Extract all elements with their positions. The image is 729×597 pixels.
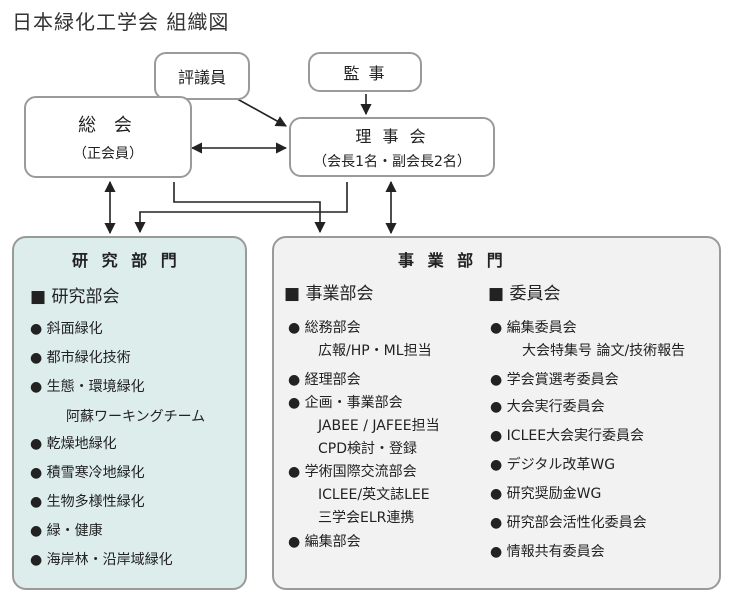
list-item: ● デジタル改革WG [490, 457, 616, 473]
sub-item: JABEE / JAFEE担当 [318, 418, 440, 434]
sub-item: CPD検討・登録 [318, 441, 417, 457]
list-item: ● 大会実行委員会 [490, 399, 605, 415]
list-item: ● ICLEE大会実行委員会 [490, 428, 645, 444]
list-item: ● 企画・事業部会 [288, 395, 403, 411]
list-item: ● 経理部会 [288, 372, 361, 388]
arrow-sokai-business [173, 182, 326, 234]
hyogiin-label: 評議員 [177, 68, 226, 87]
list-item: ● 生態・環境緑化 [30, 379, 145, 395]
sokai-sublabel: （正会員） [73, 146, 143, 162]
hyogiin-box: 評議員 [154, 52, 250, 100]
business-section-left-heading: ■ 事業部会 [284, 284, 374, 304]
sub-item: 三学会ELR連携 [318, 510, 415, 526]
sokai-box: 総 会 （正会員） [24, 96, 192, 178]
list-item: ● 研究奨励金WG [490, 486, 602, 502]
list-item: ● 編集委員会 [490, 320, 577, 336]
rijikai-label: 理 事 会 [355, 127, 429, 146]
sub-item: 広報/HP・ML担当 [318, 343, 432, 359]
business-division-title: 事 業 部 門 [398, 251, 507, 270]
rijikai-sublabel: （会長1名・副会長2名） [313, 154, 471, 170]
business-division-panel [272, 236, 721, 590]
kanji-label: 監 事 [343, 64, 387, 83]
list-item: ● 情報共有委員会 [490, 544, 605, 560]
business-right-subitem: 大会特集号 論文/技術報告 [522, 343, 686, 359]
list-item: ● 総務部会 [288, 320, 361, 336]
list-item: ● 学会賞選考委員会 [490, 372, 619, 388]
rijikai-box: 理 事 会 （会長1名・副会長2名） [289, 117, 495, 177]
list-item: ● 編集部会 [288, 534, 361, 550]
kanji-box: 監 事 [308, 52, 422, 92]
research-division-panel [12, 236, 247, 590]
list-item: ● 乾燥地緑化 [30, 436, 117, 452]
list-item: ● 緑・健康 [30, 523, 103, 539]
business-section-right-heading: ■ 委員会 [488, 284, 561, 304]
page-title: 日本緑化工学会 組織図 [12, 10, 230, 34]
arrow-hyogiin-to-rijikai [231, 95, 287, 127]
list-item: ● 斜面緑化 [30, 321, 103, 337]
list-item: ● 学術国際交流部会 [288, 464, 417, 480]
sokai-label: 総 会 [78, 115, 138, 136]
list-item: ● 海岸林・沿岸域緑化 [30, 552, 173, 568]
research-division-title: 研 究 部 門 [72, 251, 181, 270]
list-item: ● 都市緑化技術 [30, 350, 131, 366]
list-item: ● 研究部会活性化委員会 [490, 515, 647, 531]
arrow-rijikai-research [134, 182, 348, 234]
list-item: ● 積雪寒冷地緑化 [30, 465, 145, 481]
sub-item: ICLEE/英文誌LEE [318, 487, 430, 503]
research-section-heading: ■ 研究部会 [30, 287, 120, 307]
list-item: ● 生物多様性緑化 [30, 494, 145, 510]
research-subitem-aso: 阿蘇ワーキングチーム [66, 409, 206, 425]
